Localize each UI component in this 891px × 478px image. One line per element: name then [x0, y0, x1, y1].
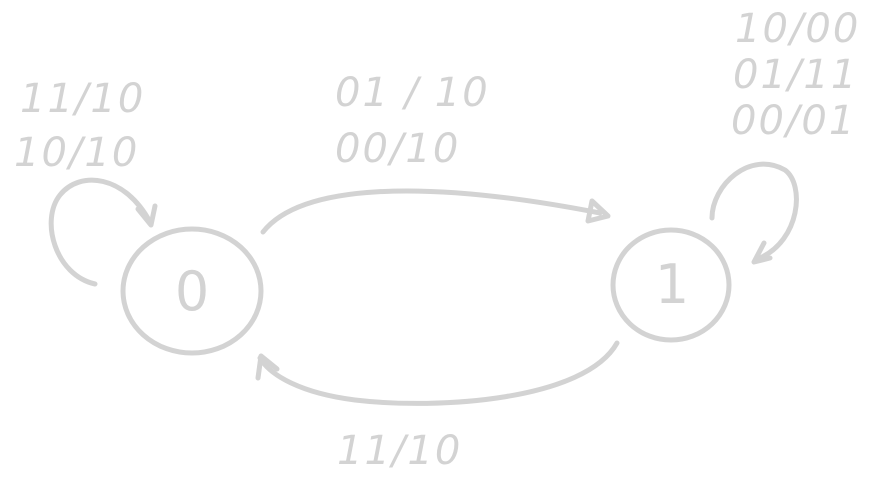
state-0: 0: [120, 226, 264, 356]
self-loop-1-labels: 10/00 01/11 00/01: [731, 6, 860, 144]
state-1: 1: [610, 227, 732, 343]
edge-0-to-1: [260, 188, 611, 235]
edge-1-to-0-arrowhead: [255, 353, 280, 381]
edge-0-to-1-labels: 01 / 10 00/10: [335, 70, 490, 172]
state-1-circle: [610, 227, 732, 343]
self-loop-1-curve: [709, 161, 799, 261]
edge-0-to-1-arrowhead: [585, 198, 611, 224]
transition-label: 11/10: [20, 76, 145, 122]
transition-label: 11/10: [337, 428, 462, 474]
state-0-circle: [120, 226, 264, 356]
self-loop-0-curve: [48, 177, 153, 287]
self-loop-1-arrowhead: [751, 240, 773, 265]
edge-0-to-1-curve: [260, 188, 603, 235]
state-1-label: 1: [655, 253, 689, 316]
transition-label: 01/11: [733, 52, 858, 98]
edge-1-to-0-labels: 11/10: [337, 428, 462, 474]
state-0-label: 0: [175, 260, 209, 323]
edge-1-to-0: [255, 340, 620, 406]
self-loop-1: [709, 161, 799, 265]
edge-1-to-0-curve: [257, 340, 620, 406]
self-loop-0-labels: 11/10 10/10: [14, 76, 145, 176]
transition-label: 10/00: [735, 6, 860, 52]
self-loop-0: [48, 177, 158, 287]
transition-label: 10/10: [14, 130, 139, 176]
transition-label: 00/01: [731, 98, 856, 144]
transition-label: 00/10: [335, 126, 460, 172]
self-loop-0-arrowhead: [135, 203, 158, 228]
transition-label: 01 / 10: [335, 70, 490, 116]
